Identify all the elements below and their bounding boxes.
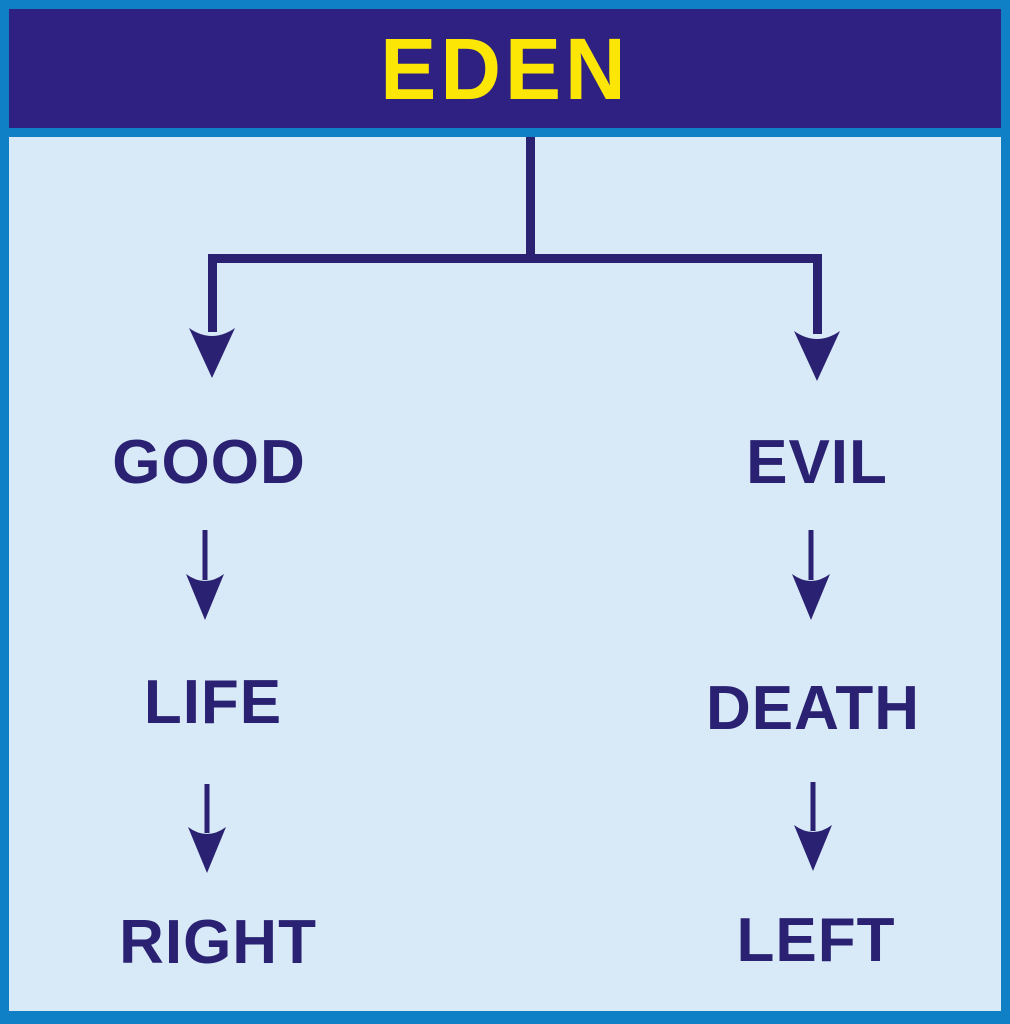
node-label-death: DEATH bbox=[706, 674, 920, 743]
diagram-title: EDEN bbox=[380, 19, 630, 118]
node-label-left: LEFT bbox=[736, 906, 896, 975]
node-label-right: RIGHT bbox=[119, 908, 317, 977]
death-to-left-arrow-icon bbox=[793, 782, 833, 872]
node-label-good: GOOD bbox=[112, 428, 306, 497]
root-stem-line bbox=[526, 137, 535, 258]
node-label-evil: EVIL bbox=[746, 428, 888, 497]
tree-panel bbox=[9, 137, 1001, 1011]
branch-horizontal-line bbox=[208, 254, 822, 263]
left-branch-arrowhead-icon bbox=[188, 327, 236, 379]
node-label-life: LIFE bbox=[143, 668, 283, 737]
left-branch-line bbox=[208, 254, 217, 332]
good-to-life-arrow-icon bbox=[185, 530, 225, 621]
evil-to-death-arrow-icon bbox=[791, 530, 831, 621]
right-branch-arrowhead-icon bbox=[793, 330, 841, 382]
right-branch-line bbox=[813, 254, 822, 334]
life-to-right-arrow-icon bbox=[187, 784, 227, 874]
title-banner: EDEN bbox=[9, 9, 1001, 128]
